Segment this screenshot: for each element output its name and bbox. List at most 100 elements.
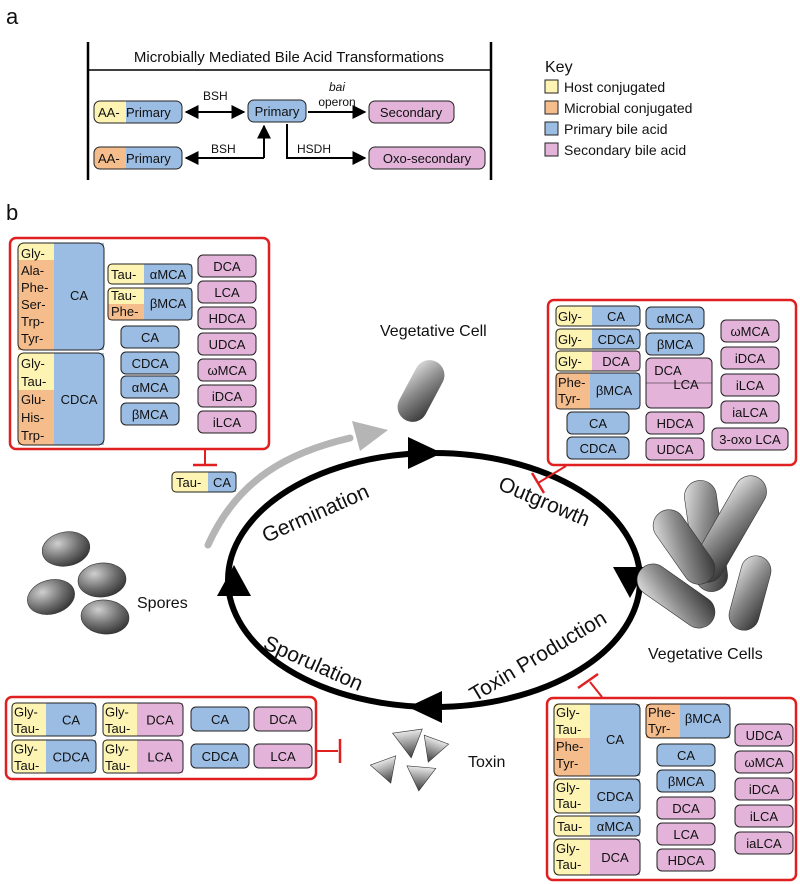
legend-label: Microbial conjugated (564, 100, 692, 116)
tau-prefix-label: Tau- (556, 857, 581, 872)
ca-label: CA (213, 475, 231, 490)
hdca-label: HDCA (657, 416, 694, 431)
tyr-prefix-label: Tyr- (648, 721, 670, 736)
oxo-secondary-label: Oxo-secondary (383, 151, 472, 166)
edge-label-bsh-top: BSH (203, 89, 228, 103)
ca-box: CA (190, 706, 250, 732)
trp-prefix-label: Trp- (21, 428, 44, 443)
udca-box: UDCA (645, 437, 705, 461)
wmca-label: ωMCA (207, 363, 246, 378)
his-prefix-label: His- (21, 410, 44, 425)
germination-conjugated-cdca: Gly-Tau-Glu-His-Trp- CDCA (17, 352, 105, 446)
panel-a-title: Microbially Mediated Bile Acid Transform… (134, 49, 444, 66)
phe-prefix-label: Phe- (21, 280, 48, 295)
udca-box: UDCA (734, 723, 794, 747)
legend-item-secondary-bile-acid: Secondary bile acid (544, 142, 686, 158)
idca-box: iDCA (734, 777, 794, 801)
tau-prefix-label: Tau- (105, 721, 130, 736)
tau-prefix-label: Tau- (111, 288, 136, 303)
toxin-gly-tau-cdca: Gly- Tau- CDCA (553, 778, 641, 814)
phe-prefix-label: Phe- (648, 705, 675, 720)
cdca-label: CDCA (580, 441, 617, 456)
wmca-label: ωMCA (730, 324, 769, 339)
legend-item-primary-bile-acid: Primary bile acid (544, 121, 667, 137)
legend-swatch (544, 100, 559, 115)
dca-label: DCA (602, 354, 630, 369)
stage-vegetative-cell: Vegetative Cell (380, 323, 487, 340)
amca-box: αMCA (645, 306, 705, 330)
legend-label: Host conjugated (564, 79, 665, 95)
ca-box: CA (656, 743, 716, 767)
ca-label: CA (70, 288, 88, 303)
tau-prefix-label: Tau- (556, 796, 581, 811)
dca-box: DCA (253, 706, 313, 732)
wmca-label: ωMCA (744, 755, 783, 770)
cdca-label: CDCA (597, 789, 634, 804)
wmca-box: ωMCA (197, 358, 257, 382)
vegetative-cells-illustration (636, 475, 772, 631)
germination-conjugated-ca: Gly-Ala-Phe-Ser-Trp-Tyr- CA (17, 242, 105, 351)
panel-a-letter: a (6, 4, 19, 29)
phe-prefix-label: Phe- (558, 375, 585, 390)
dca-label: DCA (269, 712, 297, 727)
gly-prefix-label: Gly- (556, 780, 580, 795)
lca-box: LCA (656, 822, 716, 846)
dca-label: DCA (146, 713, 174, 728)
primary-label: Primary (126, 105, 171, 120)
lca-box: LCA (197, 280, 257, 304)
conjugated-dca-box: Gly-Tau-DCA (102, 702, 184, 737)
ialca-box: iaLCA (734, 831, 794, 855)
toxin-inhibition-line (589, 681, 603, 698)
conjugated-ca-box: Gly-CA (555, 305, 641, 327)
lca-label: LCA (214, 285, 240, 300)
ca-label: CA (141, 330, 159, 345)
phe-prefix-label: Phe- (556, 739, 583, 754)
udca-label: UDCA (657, 442, 694, 457)
germination-box-frame (8, 236, 271, 451)
conjugated-dca-box: Gly-DCA (555, 350, 641, 372)
conjugated-lca-box: Gly-Tau-LCA (102, 739, 184, 774)
lca-label: LCA (673, 827, 699, 842)
germination-gray-arrow (204, 434, 354, 549)
idca-label: iDCA (212, 389, 243, 404)
panel-a-arrows (184, 105, 367, 165)
wmca-box: ωMCA (734, 750, 794, 774)
tau-prefix-label: Tau- (111, 267, 136, 282)
microbial-conjugate-segment (18, 390, 54, 445)
udca-label: UDCA (209, 337, 246, 352)
secondary-label: Secondary (380, 105, 443, 120)
conjugated-ca-box: Gly-Tau-CA (11, 702, 97, 737)
bmca-box: βMCA (120, 402, 180, 426)
tau-prefix-label: Tau- (14, 758, 39, 773)
cdca-label: CDCA (53, 750, 90, 765)
life-cycle-ring (225, 450, 643, 710)
ialca-label: iaLCA (746, 836, 782, 851)
outgrowth-dca-lca: DCA LCA (645, 357, 713, 409)
spores-illustration (27, 531, 130, 635)
hdca-label: HDCA (668, 853, 705, 868)
ilca-label: iLCA (213, 415, 242, 430)
ca-box: CA (120, 325, 180, 349)
node-secondary: Secondary (368, 100, 455, 124)
hdca-box: HDCA (197, 306, 257, 330)
amca-label: αMCA (150, 267, 187, 282)
bmca-label: βMCA (596, 383, 633, 398)
ca-box: CA (566, 411, 630, 435)
hdca-label: HDCA (209, 311, 246, 326)
bmca-label: βMCA (668, 774, 705, 789)
bmca-label: βMCA (685, 711, 722, 726)
bmca-box: βMCA (645, 332, 705, 356)
tyr-prefix-label: Tyr- (556, 756, 578, 771)
lca-label: LCA (673, 377, 699, 392)
legend-item-microbial-conjugated: Microbial conjugated (544, 100, 692, 116)
tau-ca-inhibitor: Tau- CA (171, 471, 237, 493)
gly-prefix-label: Gly- (14, 741, 38, 756)
primary-label: Primary (126, 151, 171, 166)
dca-box: DCA (197, 254, 257, 278)
conjugated-cdca-box: Gly-CDCA (555, 328, 641, 350)
outgrowth-box-frame (546, 298, 798, 467)
legend-label: Secondary bile acid (564, 142, 686, 158)
glu-prefix-label: Glu- (21, 392, 46, 407)
